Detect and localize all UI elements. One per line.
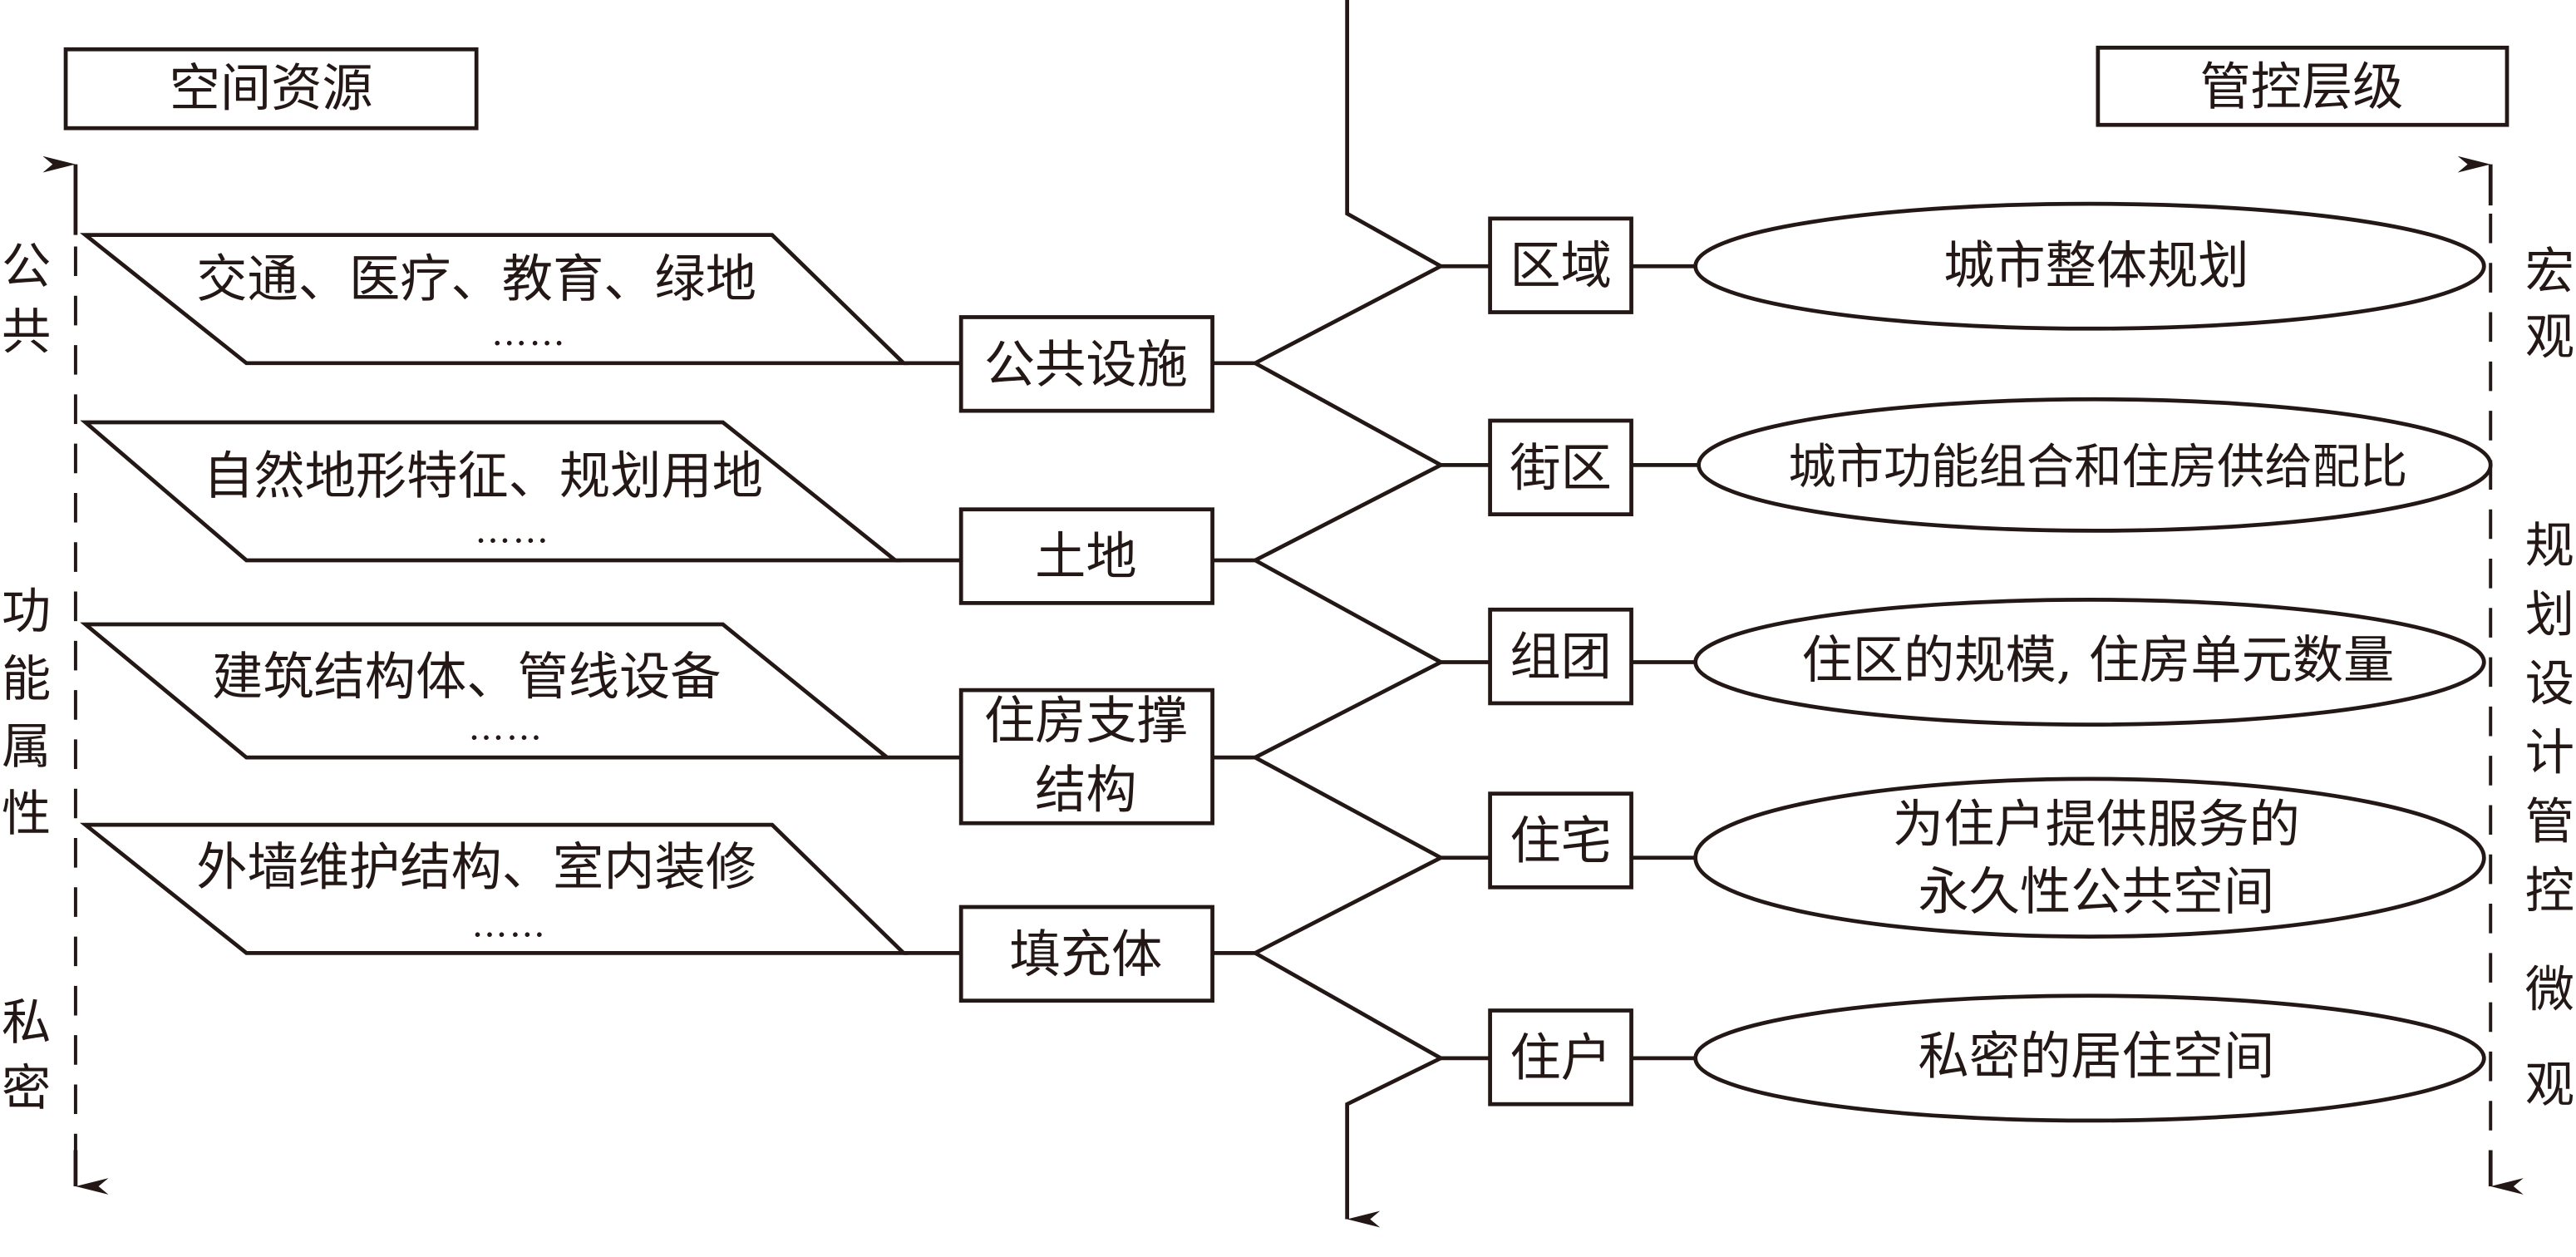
resource-description: 外墙维护结构、室内装修 — [196, 838, 756, 897]
right-axis-label-top-0: 宏 — [2525, 243, 2574, 300]
level-meaning-ellipse — [1693, 598, 2486, 727]
resource-ellipsis: …… — [475, 510, 550, 551]
left-header-title: 空间资源 — [170, 59, 373, 118]
left-axis-label-top-1: 共 — [2, 303, 51, 361]
level-row-4: 住户 私密的居住空间 — [1488, 993, 2486, 1123]
level-meaning-ellipse — [1697, 397, 2493, 533]
level-meaning: 住区的规模, 住房单元数量 — [1802, 631, 2395, 690]
level-row-0: 区域 城市整体规划 — [1488, 201, 2486, 331]
right-axis-label-bottom-1: 观 — [2525, 1056, 2574, 1113]
resource-row-2: 建筑结构体、管线设备 …… 住房支撑 结构 — [80, 622, 1214, 826]
resource-category-line-0: 住房支撑 — [984, 692, 1188, 751]
resource-row-0: 交通、医疗、教育、绿地 …… 公共设施 — [79, 233, 1214, 413]
level-name: 住户 — [1510, 1028, 1612, 1087]
resource-category-box — [958, 688, 1214, 826]
right-axis-label-mid-2: 设 — [2525, 655, 2574, 712]
resource-ellipsis: …… — [491, 313, 567, 354]
level-name: 区域 — [1510, 237, 1612, 296]
level-box — [1488, 1008, 1633, 1107]
level-meaning-line-0: 为住户提供服务的 — [1893, 796, 2300, 855]
left-axis-label-bottom-1: 密 — [2, 1059, 51, 1117]
spine-top — [1345, 0, 1442, 269]
resource-category: 填充体 — [1010, 925, 1163, 984]
right-axis-label-mid-3: 计 — [2525, 724, 2574, 781]
level-meaning-ellipse — [1693, 993, 2486, 1123]
left-axis-label-mid-0: 功 — [2, 583, 51, 640]
left-axis-label-bottom-0: 私 — [2, 993, 51, 1051]
resource-row-3: 外墙维护结构、室内装修 …… 填充体 — [79, 822, 1214, 1003]
right-header: 管控层级 — [2096, 45, 2510, 127]
level-row-3: 住宅 为住户提供服务的 永久性公共空间 — [1488, 776, 2486, 939]
left-axis-label-mid-1: 能 — [2, 650, 51, 707]
level-name: 街区 — [1510, 439, 1612, 498]
right-axis-label-bottom-0: 微 — [2525, 960, 2574, 1018]
branch-connectors — [1212, 264, 1490, 1061]
resource-description: 交通、医疗、教育、绿地 — [196, 250, 756, 309]
right-header-title: 管控层级 — [2199, 57, 2403, 116]
level-box — [1488, 418, 1633, 517]
level-meaning: 城市功能组合和住房供给配比 — [1788, 439, 2407, 495]
resource-ellipsis: …… — [471, 905, 547, 946]
level-row-2: 组团 住区的规模, 住房单元数量 — [1488, 598, 2486, 727]
resource-category-box — [958, 905, 1214, 1003]
resource-category: 公共设施 — [984, 335, 1188, 394]
right-axis-label-mid-4: 管 — [2525, 793, 2574, 850]
right-axis-label-mid-1: 划 — [2525, 586, 2574, 643]
right-axis-label-mid-0: 规 — [2525, 517, 2574, 574]
level-meaning-ellipse — [1693, 201, 2486, 331]
right-axis-label-mid-5: 控 — [2525, 862, 2574, 919]
level-name: 住宅 — [1510, 811, 1612, 870]
resource-row-1: 自然地形特征、规划用地 …… 土地 — [80, 420, 1214, 605]
right-axis: 宏 观 规 划 设 计 管 控 微 观 — [2457, 155, 2574, 1195]
resource-ellipsis: …… — [468, 707, 544, 749]
left-axis-label-top-0: 公 — [2, 238, 51, 295]
level-meaning-ellipse — [1693, 776, 2486, 939]
level-meaning-line-1: 永久性公共空间 — [1918, 863, 2275, 922]
level-box — [1488, 216, 1633, 314]
left-axis-label-mid-2: 属 — [2, 717, 51, 775]
level-name: 组团 — [1510, 628, 1612, 687]
resource-category: 土地 — [1035, 528, 1137, 587]
spine-bottom-arrow-icon — [1345, 1056, 1442, 1228]
resource-category-box — [958, 507, 1214, 605]
left-header: 空间资源 — [63, 47, 479, 131]
resource-category-line-1: 结构 — [1035, 761, 1137, 820]
resource-description: 自然地形特征、规划用地 — [203, 447, 763, 506]
level-box — [1488, 791, 1633, 890]
level-meaning: 城市整体规划 — [1943, 237, 2249, 296]
level-meaning: 私密的居住空间 — [1918, 1027, 2275, 1086]
resource-description: 建筑结构体、管线设备 — [212, 648, 721, 707]
left-axis: 公 共 功 能 属 性 私 密 — [2, 155, 109, 1195]
level-box — [1488, 607, 1633, 706]
level-row-1: 街区 城市功能组合和住房供给配比 — [1488, 397, 2493, 533]
left-axis-label-mid-3: 性 — [2, 785, 51, 842]
right-axis-label-top-1: 观 — [2525, 308, 2574, 366]
